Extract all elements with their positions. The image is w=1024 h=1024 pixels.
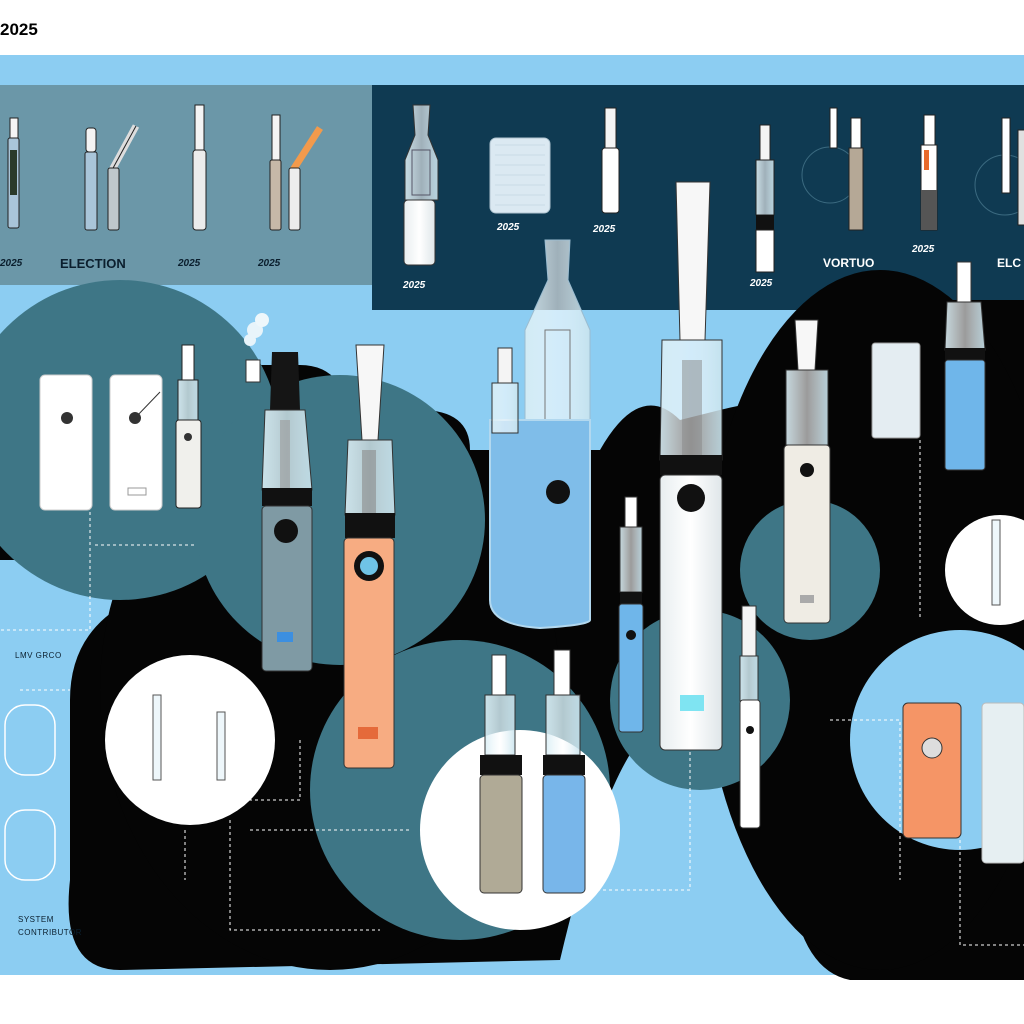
pod-device-icon bbox=[479, 654, 523, 894]
vape-pen-icon bbox=[7, 117, 20, 229]
top-left-label-4: 2025 bbox=[258, 258, 281, 269]
vape-pen-icon bbox=[618, 496, 644, 733]
top-right-label-4: 2025 bbox=[750, 278, 773, 289]
page-title: 2025 bbox=[0, 20, 38, 39]
vape-pen-icon bbox=[739, 605, 761, 829]
top-left-label-2: ELECTION bbox=[60, 256, 126, 271]
left-bottom-label-1: SYSTEM bbox=[18, 915, 54, 924]
white-circle-right bbox=[945, 515, 1024, 625]
vape-pen-icon bbox=[783, 319, 831, 624]
white-circle-left bbox=[105, 655, 275, 825]
vape-pen-icon bbox=[829, 107, 864, 231]
pod-device-icon bbox=[489, 239, 591, 630]
vape-pen-icon bbox=[84, 127, 98, 231]
vape-pen-icon bbox=[107, 124, 140, 231]
vape-pen-icon bbox=[261, 352, 313, 672]
top-left-label-3: 2025 bbox=[178, 258, 201, 269]
pod-device-icon bbox=[542, 649, 586, 894]
left-mid-label: LMV GRCO bbox=[15, 651, 62, 660]
cartridge-icon bbox=[491, 347, 519, 434]
pod-device-icon bbox=[39, 374, 93, 511]
vape-pen-icon bbox=[192, 104, 207, 231]
vape-pen-icon bbox=[659, 181, 723, 751]
pod-device-icon bbox=[981, 702, 1024, 864]
cartridge-icon bbox=[403, 104, 439, 266]
vape-pen-icon bbox=[601, 107, 620, 214]
top-right-label-7: ELC bbox=[997, 256, 1021, 270]
top-right-label-3: 2025 bbox=[593, 224, 616, 235]
top-left-label-1: 2025 bbox=[0, 258, 23, 269]
vape-pen-icon bbox=[288, 126, 323, 231]
top-right-label-2: 2025 bbox=[497, 222, 520, 233]
vape-pen-icon bbox=[1001, 117, 1024, 226]
coil-mesh-icon bbox=[871, 342, 921, 439]
vape-pen-icon bbox=[920, 114, 938, 231]
cartridge-icon bbox=[755, 124, 775, 273]
pod-device-icon bbox=[109, 374, 163, 511]
bubble-mid-left bbox=[195, 375, 485, 665]
top-right-label-6: VORTUO bbox=[823, 256, 875, 270]
cartridge-icon bbox=[944, 261, 986, 471]
top-left-panel bbox=[0, 85, 372, 285]
left-bottom-label-2: CONTRIBUTOR bbox=[18, 928, 83, 937]
vapor-puff-icon bbox=[244, 313, 269, 383]
cartridge-icon bbox=[175, 344, 202, 509]
vape-pen-icon bbox=[269, 114, 282, 231]
coil-mesh-icon bbox=[489, 137, 551, 214]
top-right-label-1: 2025 bbox=[403, 280, 426, 291]
pod-device-icon bbox=[902, 702, 962, 839]
top-right-label-5: 2025 bbox=[912, 244, 935, 255]
vape-pen-icon bbox=[343, 344, 396, 769]
